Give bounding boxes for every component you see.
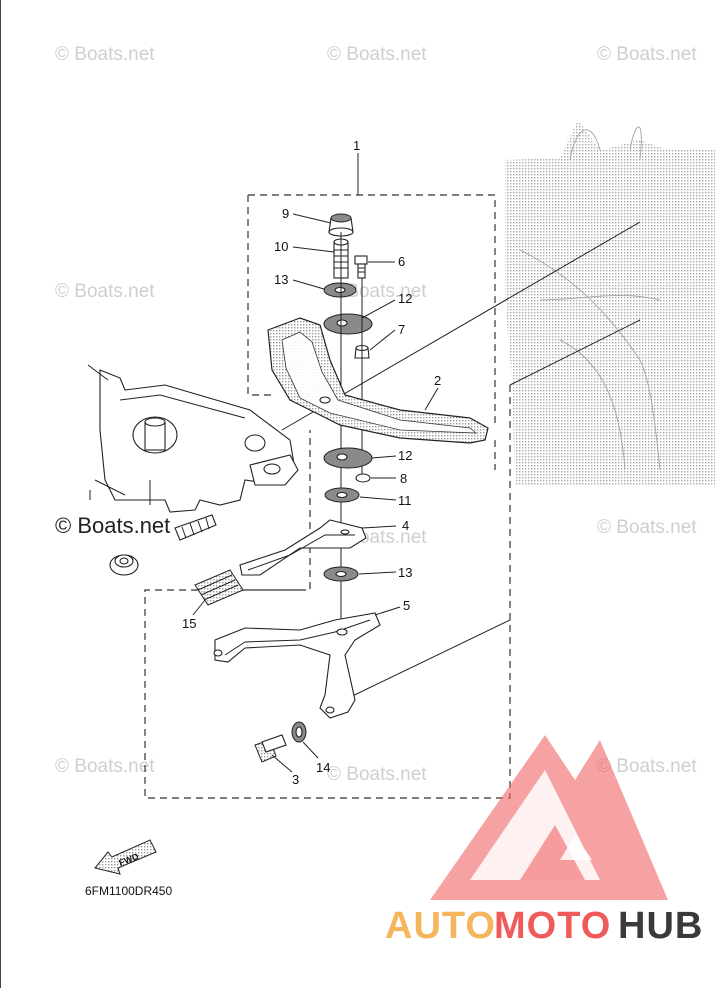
part-15-pad [194, 569, 244, 606]
callout-12: 12 [398, 291, 412, 306]
callout-6: 6 [398, 254, 405, 269]
callout-leader [292, 213, 332, 224]
part-9-nut [328, 213, 354, 237]
group-box-1 [247, 194, 496, 470]
watermark: © Boats.net [55, 756, 155, 777]
callout-leader [271, 754, 293, 773]
callout-numbers: 1 9 10 6 13 12 7 2 12 8 11 4 13 5 15 14 … [182, 138, 441, 787]
callout-leader [292, 279, 325, 290]
callout-14: 14 [316, 760, 330, 775]
part-14-washer [291, 721, 307, 743]
callout-leader [358, 571, 397, 575]
brand-moto: MOTO [494, 905, 611, 947]
fwd-arrow: FWD [94, 839, 157, 875]
callout-5: 5 [403, 598, 410, 613]
watermark: © Boats.net [55, 44, 155, 65]
brand-auto: AUTO [385, 905, 496, 947]
reference-code: 6FM1100DR450 [85, 884, 172, 898]
callout-11: 11 [398, 493, 412, 508]
brand-hub: HUB [618, 905, 703, 947]
part-3-bolt [254, 734, 287, 763]
callout-leader [371, 455, 397, 459]
callout-leader [361, 299, 396, 319]
part-12-grommet-top [323, 313, 373, 335]
automotohub-logo: AUTO MOTO HUB [385, 735, 703, 947]
part-6-bolt [354, 255, 368, 279]
callout-7: 7 [398, 322, 405, 337]
part-8-nut [355, 473, 371, 483]
callout-leader [424, 387, 439, 411]
callout-12: 12 [398, 448, 412, 463]
part-2-bracket [267, 317, 489, 444]
watermark: © Boats.net [55, 281, 155, 302]
callout-leader [192, 599, 206, 616]
callout-2: 2 [434, 373, 441, 388]
part-13-washer-top [323, 282, 357, 298]
leader-line [339, 619, 511, 703]
callout-leader [361, 525, 397, 529]
callout-leader [302, 741, 319, 759]
watermark: © Boats.net [327, 764, 427, 785]
engine-background [505, 120, 715, 485]
callout-leader [359, 496, 397, 501]
part-5-lever [213, 612, 381, 719]
callout-13: 13 [398, 565, 412, 580]
part-4-plate [239, 519, 367, 576]
lower-case-housing [87, 364, 299, 576]
callout-3: 3 [292, 772, 299, 787]
callout-13: 13 [274, 272, 288, 287]
watermark: © Boats.net [597, 517, 697, 538]
part-11-washer [324, 487, 360, 503]
watermark-large: © Boats.net [55, 513, 170, 538]
callout-4: 4 [402, 518, 409, 533]
callout-10: 10 [274, 239, 288, 254]
callout-leader [374, 606, 401, 616]
watermark: © Boats.net [597, 44, 697, 65]
callout-leader [369, 329, 396, 351]
watermark: © Boats.net [597, 756, 697, 777]
part-13-washer-bottom [323, 566, 359, 582]
callout-9: 9 [282, 206, 289, 221]
part-12-grommet-bottom [323, 447, 373, 469]
callout-leader [292, 246, 335, 253]
callout-8: 8 [400, 471, 407, 486]
callout-1: 1 [353, 138, 360, 153]
leader-line [509, 319, 641, 386]
watermark: © Boats.net [327, 44, 427, 65]
callout-15: 15 [182, 616, 196, 631]
